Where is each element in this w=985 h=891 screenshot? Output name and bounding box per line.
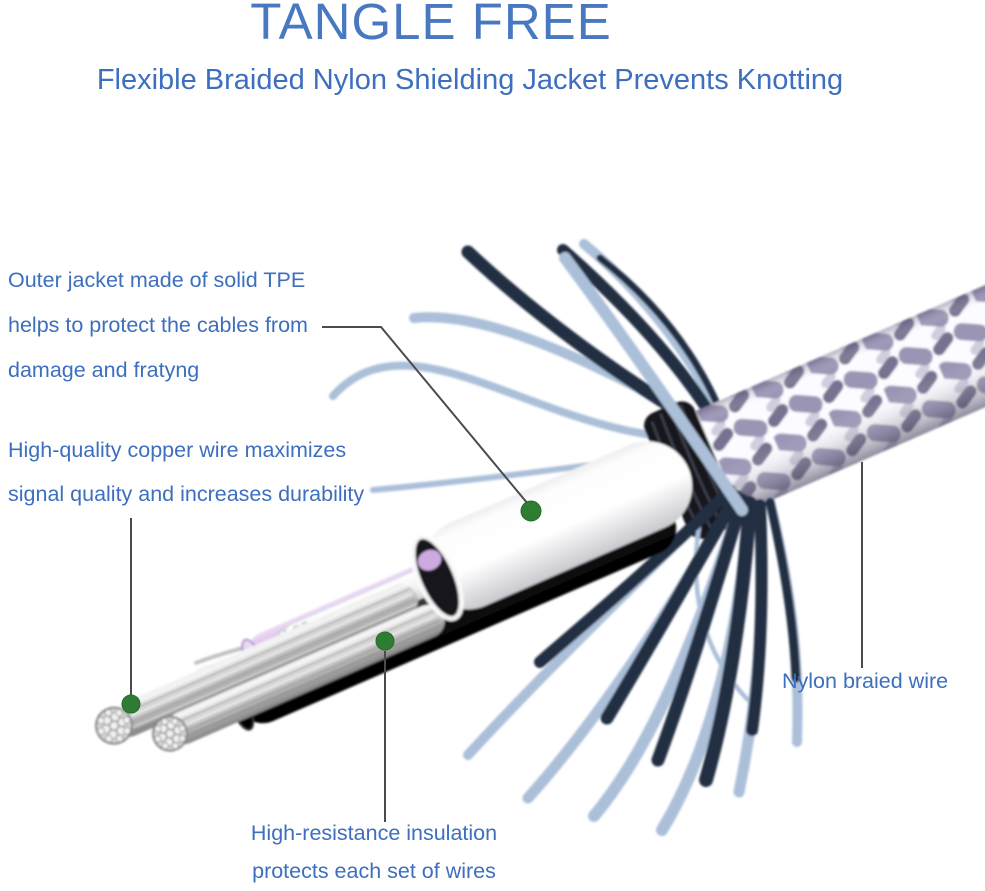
callout-insulation-line-1: High-resistance insulation [250, 821, 498, 845]
callout-copper-line-2: signal quality and increases durability [8, 482, 365, 506]
callout-outer-jacket: Outer jacket made of solid TPE helps to … [8, 268, 308, 403]
frayed-nylon-strands-lower [463, 484, 803, 836]
callout-nylon-braid: Nylon braied wire [782, 669, 949, 693]
callout-copper-wire: High-quality copper wire maximizes signa… [8, 438, 364, 526]
wire-cross-section [152, 715, 189, 752]
callout-insulation: High-resistance insulation protects each… [228, 821, 520, 891]
page-subtitle: Flexible Braided Nylon Shielding Jacket … [96, 64, 844, 96]
page-title: TANGLE FREE [250, 0, 612, 50]
dot-copper [121, 694, 141, 714]
callout-line-outer-jacket [322, 326, 529, 505]
wire-cross-section [95, 706, 134, 745]
callout-copper-line-1: High-quality copper wire maximizes [8, 438, 347, 462]
callout-dots [121, 500, 542, 714]
callout-insulation-line-2: protects each set of wires [252, 859, 496, 883]
copper-stranded-wire-2 [152, 604, 445, 752]
dot-insulation [375, 631, 395, 651]
callout-lines [130, 326, 863, 822]
crossing-nylon-strand [559, 252, 748, 516]
braided-cable-sleeve [683, 281, 985, 517]
dot-outer-jacket [520, 500, 542, 522]
callout-outer-jacket-line-3: damage and fratyng [8, 358, 200, 382]
callout-outer-jacket-line-1: Outer jacket made of solid TPE [8, 268, 306, 292]
callout-outer-jacket-line-2: helps to protect the cables from [8, 313, 308, 337]
tpe-jacket [410, 441, 693, 622]
